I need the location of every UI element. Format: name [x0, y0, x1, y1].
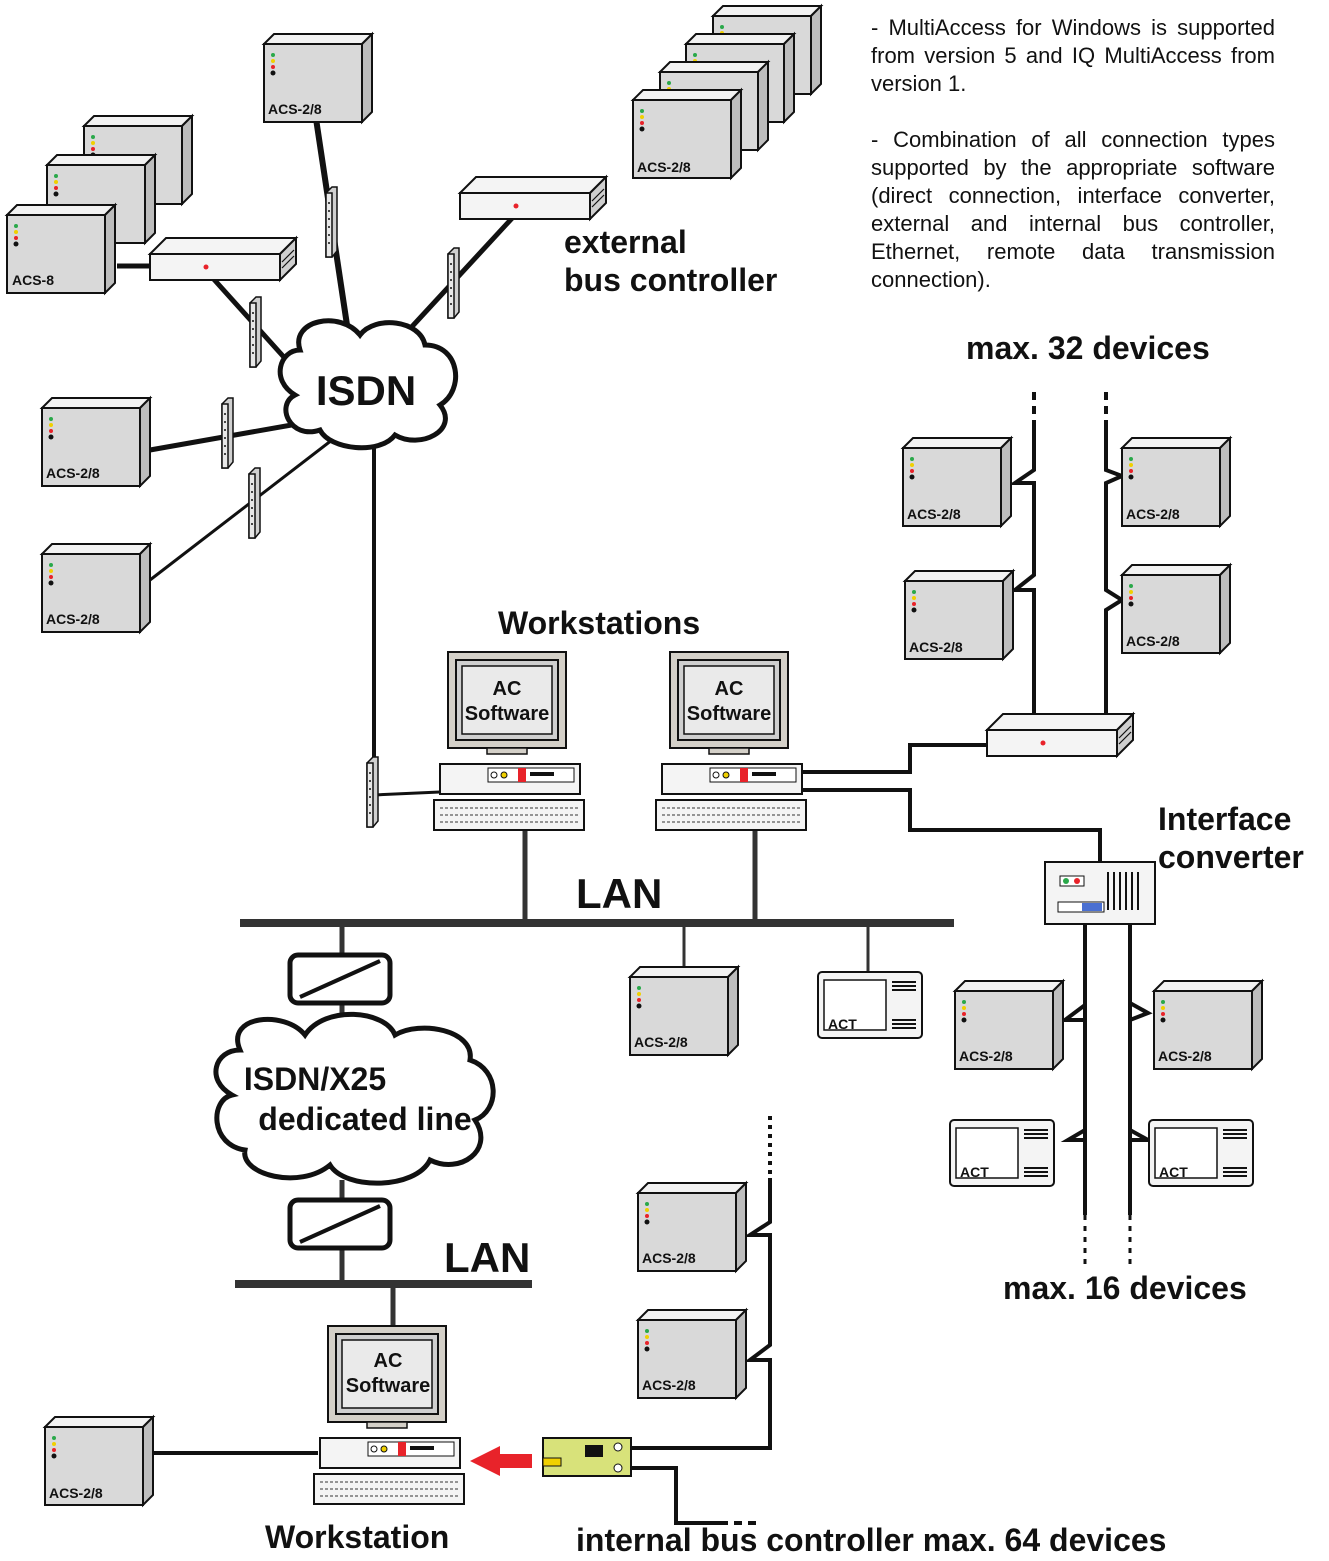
workstations-label: Workstations [498, 605, 701, 641]
isdn-connections [117, 111, 517, 797]
line-converter-icon [290, 1200, 390, 1248]
acs-device: ACS-2/8 [1121, 437, 1231, 527]
internal-bus [152, 1116, 772, 1525]
external-bus-label-line2: bus controller [564, 262, 778, 298]
modem-icon [221, 397, 234, 469]
wan-label-line2: dedicated line [258, 1101, 471, 1137]
device-label: ACS-2/8 [46, 611, 100, 627]
acs-device: ACS-2/8 [41, 543, 151, 633]
workstation-bottom: AC Software [313, 1325, 465, 1505]
external-bus-controller-icon [149, 237, 297, 281]
act-terminal: ACT [1148, 1119, 1254, 1187]
lan-label-top: LAN [576, 870, 663, 917]
isdn-label: ISDN [316, 367, 416, 414]
acs-device: ACS-2/8 [954, 980, 1064, 1070]
isdn-cloud: ISDN [277, 318, 458, 451]
interface-converter-label-line2: converter [1158, 839, 1304, 875]
acs-device: ACS-2/8 [637, 1182, 747, 1272]
interface-converter-label-line1: Interface [1158, 801, 1292, 837]
device-label: ACS-2/8 [46, 465, 100, 481]
monitor-text-line2: Software [687, 703, 771, 725]
monitor-text-line1: AC [715, 678, 744, 700]
acs-device: ACS-2/8 [902, 437, 1012, 527]
monitor-text-line2: Software [346, 1375, 430, 1397]
device-label: ACS-2/8 [959, 1048, 1013, 1064]
interface-converter-icon [1044, 861, 1156, 925]
rs485-bus [800, 392, 1156, 1268]
acs-device: ACS-2/8 [637, 1309, 747, 1399]
modem-icon [249, 296, 262, 368]
act-terminal: ACT [949, 1119, 1055, 1187]
workstation-right: AC Software [655, 651, 807, 831]
device-label: ACS-2/8 [49, 1485, 103, 1501]
max16-label: max. 16 devices [1003, 1270, 1247, 1306]
notes-block: - MultiAccess for Windows is supported f… [871, 14, 1275, 322]
device-label: ACS-2/8 [642, 1377, 696, 1393]
acs-device: ACS-8 [6, 204, 116, 294]
external-bus-label-line1: external [564, 224, 687, 260]
note-paragraph-2: - Combination of all connection types su… [871, 127, 1275, 292]
internal-bus-card-icon [542, 1437, 632, 1477]
device-label: ACS-2/8 [1158, 1048, 1212, 1064]
acs-device: ACS-2/8 [632, 89, 742, 179]
acs-device: ACS-2/8 [1153, 980, 1263, 1070]
device-label: ACT [1159, 1164, 1188, 1180]
acs-device: ACS-2/8 [263, 33, 373, 123]
device-label: ACT [828, 1016, 857, 1032]
device-label: ACS-2/8 [1126, 633, 1180, 649]
insert-arrow-icon [470, 1446, 532, 1476]
max32-label: max. 32 devices [966, 330, 1210, 366]
wan-label-line1: ISDN/X25 [244, 1061, 386, 1097]
external-bus-controller-icon [459, 176, 607, 220]
monitor-text-line2: Software [465, 703, 549, 725]
bus-controller-icon [986, 713, 1134, 757]
internal-bus-label: internal bus controller max. 64 devices [576, 1522, 1167, 1558]
acs-device: ACS-2/8 [629, 966, 739, 1056]
acs-device: ACS-2/8 [44, 1416, 154, 1506]
workstation-left: AC Software [433, 651, 585, 831]
acs-device: ACS-2/8 [904, 570, 1014, 660]
modem-icon [366, 756, 379, 828]
modem-icon [325, 186, 338, 258]
acs-device: ACS-2/8 [1121, 564, 1231, 654]
act-terminal: ACT [817, 971, 923, 1039]
acs-device: ACS-2/8 [41, 397, 151, 487]
modem-icon [447, 247, 460, 319]
device-label: ACS-2/8 [637, 159, 691, 175]
monitor-text-line1: AC [374, 1350, 403, 1372]
device-label: ACS-8 [12, 272, 54, 288]
lan-label-bottom: LAN [444, 1234, 531, 1281]
device-label: ACT [960, 1164, 989, 1180]
workstation-label: Workstation [265, 1519, 450, 1555]
device-label: ACS-2/8 [1126, 506, 1180, 522]
note-paragraph-1: - MultiAccess for Windows is supported f… [871, 15, 1275, 96]
wan-cloud: ISDN/X25 dedicated line [213, 1011, 496, 1186]
line-converter-icon [290, 955, 390, 1003]
monitor-text-line1: AC [493, 678, 522, 700]
device-label: ACS-2/8 [642, 1250, 696, 1266]
device-label: ACS-2/8 [634, 1034, 688, 1050]
modem-icon [248, 467, 261, 539]
device-label: ACS-2/8 [907, 506, 961, 522]
lan-bus-bottom [235, 1280, 532, 1326]
device-label: ACS-2/8 [268, 101, 322, 117]
device-label: ACS-2/8 [909, 639, 963, 655]
